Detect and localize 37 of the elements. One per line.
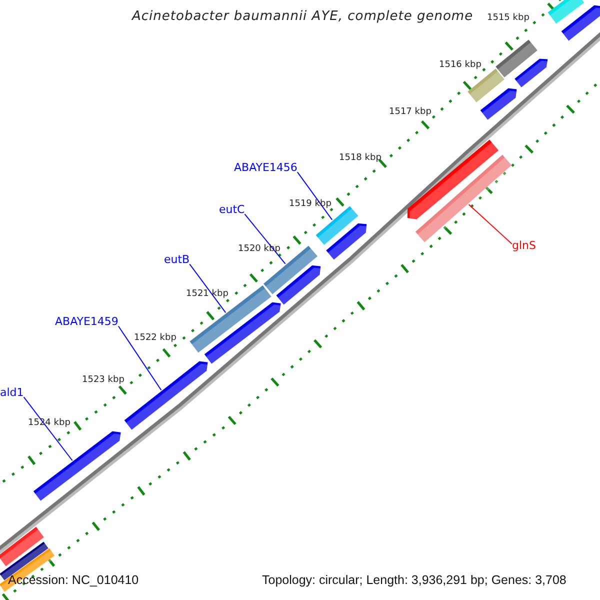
gene-pointed-bar (33, 431, 123, 504)
gene-bar (264, 246, 320, 297)
gene-bar (316, 206, 360, 248)
leader-line (296, 172, 333, 220)
gene-pointed-bar (561, 5, 600, 44)
leader-line (468, 204, 512, 244)
gene-pointed-bar (407, 140, 501, 222)
gene-pointed-bar (514, 58, 550, 90)
gene-bar (0, 526, 46, 569)
scale-label: 1515 kbp (487, 14, 530, 24)
scale-label: 1517 kbp (389, 108, 432, 118)
gene-label: eutC (219, 204, 245, 216)
gene-pointed-bar (480, 88, 519, 122)
gene-pointed-bar (326, 223, 368, 262)
scale-label: 1521 kbp (186, 290, 228, 300)
gene-bar (415, 154, 514, 245)
title: Acinetobacter baumannii AYE, complete genome (132, 10, 474, 24)
genome-stats-label: Topology: circular; Length: 3,936,291 bp; Genes: 3,708 (262, 574, 566, 588)
leader-line (23, 396, 73, 461)
leader-line (189, 264, 226, 314)
scale-label: 1522 kbp (134, 334, 176, 344)
leader-line (244, 214, 286, 264)
gene-label: eutB (164, 254, 190, 266)
gene-pointed-bar (124, 361, 210, 432)
scale-label: 1523 kbp (82, 376, 124, 386)
gene-pointed-bar (276, 265, 322, 307)
gene-bar (468, 68, 507, 106)
scale-label: 1516 kbp (439, 61, 482, 71)
gene-label: ABAYE1456 (234, 162, 298, 174)
gene-bar (548, 0, 586, 26)
leader-line (118, 326, 162, 391)
gene-pointed-bar (204, 302, 283, 366)
gene-label: ald1 (0, 387, 24, 400)
gene-bar (496, 40, 540, 80)
scale-label: 1518 kbp (339, 154, 382, 164)
gene-label: ABAYE1459 (55, 316, 118, 328)
gene-label: glnS (512, 240, 536, 252)
